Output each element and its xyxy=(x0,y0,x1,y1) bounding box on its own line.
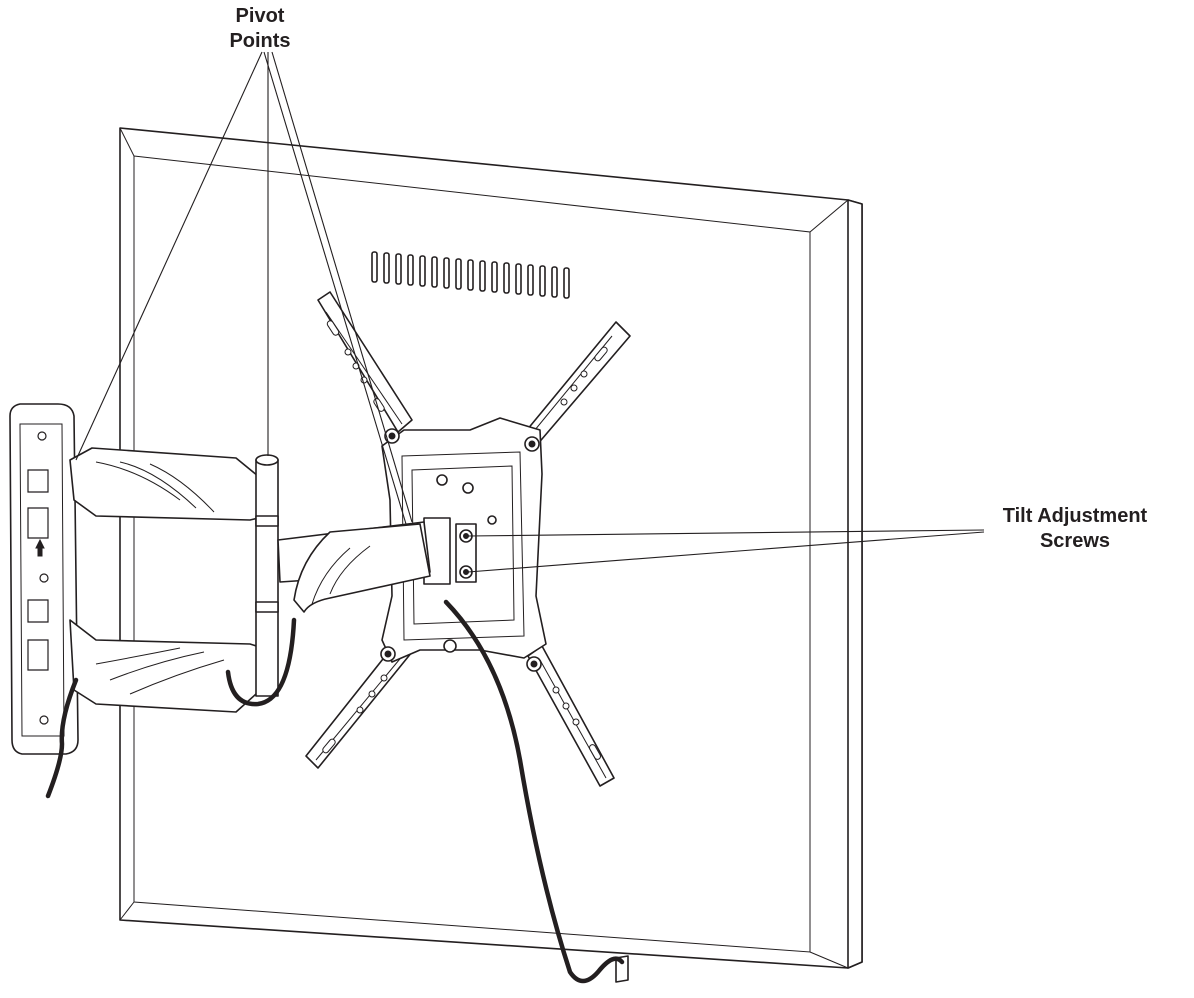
cable-left xyxy=(45,677,79,799)
tilt-leaders xyxy=(467,529,985,573)
pivot-label-line1: Pivot xyxy=(235,5,285,27)
tv-vent-slots xyxy=(371,251,570,299)
pivot-points-label: Pivot Points xyxy=(195,4,325,54)
articulating-arm xyxy=(9,403,431,755)
tv-bottom-connector xyxy=(615,955,629,983)
cable-right xyxy=(443,599,625,984)
bracket-arm-upper-left xyxy=(317,291,413,433)
tilt-label-line1: Tilt Adjustment xyxy=(1002,505,1148,527)
pivot-cap-top xyxy=(255,454,279,466)
tv-side-edge xyxy=(847,199,863,969)
cables xyxy=(45,599,625,984)
cable-middle xyxy=(225,617,297,707)
bracket-bolts xyxy=(380,428,542,672)
arm-pivot-column xyxy=(255,459,279,697)
tilt-head xyxy=(423,517,477,585)
tilt-label-line2: Screws xyxy=(1039,530,1111,552)
tilt-screws-label: Tilt Adjustment Screws xyxy=(960,504,1190,554)
pivot-label-line2: Points xyxy=(229,30,291,52)
arm-extension-cover xyxy=(293,523,431,613)
pivot-leaders xyxy=(75,51,413,525)
